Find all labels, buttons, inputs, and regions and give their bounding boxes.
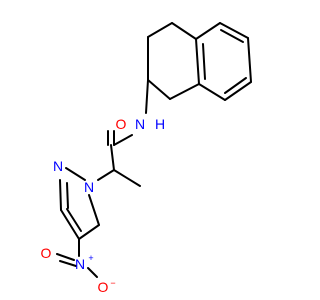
bond	[97, 169, 115, 181]
nitro-nitrogen-positive-charge: +	[88, 253, 93, 263]
molecule-structure-diagram: O N H N N N O O + −	[41, 22, 252, 295]
bond	[202, 43, 206, 80]
bond	[219, 22, 249, 39]
bond	[145, 79, 149, 114]
bond	[113, 134, 133, 146]
bond	[65, 167, 86, 181]
bond	[66, 182, 69, 209]
tetralin-saturated-ring	[147, 22, 200, 100]
atom-label-nitro-oxygen-bottom: O	[98, 279, 109, 295]
bond	[220, 29, 244, 43]
atom-label-pyrazole-nitrogen-2: N	[84, 179, 94, 195]
bond	[59, 179, 62, 211]
bond	[110, 144, 115, 171]
pyrazole-ring	[59, 167, 100, 240]
bond	[88, 194, 100, 226]
tetralin-aromatic-ring	[195, 22, 252, 101]
amide-group	[97, 79, 149, 187]
bond	[56, 253, 75, 261]
bond	[60, 209, 80, 240]
bond	[171, 22, 197, 40]
atom-label-amide-nitrogen: N	[135, 116, 145, 132]
bond	[224, 77, 247, 94]
bond	[87, 267, 98, 278]
bond	[78, 224, 100, 240]
atom-label-carbonyl-oxygen: O	[116, 116, 127, 132]
bond	[113, 169, 141, 187]
atom-label-nitro-oxygen-top: O	[41, 245, 52, 261]
bond	[147, 22, 173, 38]
atom-label-pyrazole-nitrogen-1: N	[53, 158, 63, 174]
bond	[224, 81, 252, 101]
bond	[195, 38, 200, 85]
bond	[198, 83, 226, 101]
bond	[66, 208, 82, 232]
atom-label-amide-hydrogen: H	[155, 116, 165, 132]
bond	[59, 260, 77, 267]
atom-label-nitro-nitrogen: N	[75, 256, 85, 272]
bond	[195, 22, 221, 40]
bond	[147, 79, 171, 100]
bond	[169, 83, 200, 100]
nitro-group	[56, 238, 98, 278]
nitro-oxygen-negative-charge: −	[110, 278, 115, 288]
bond	[247, 37, 252, 83]
